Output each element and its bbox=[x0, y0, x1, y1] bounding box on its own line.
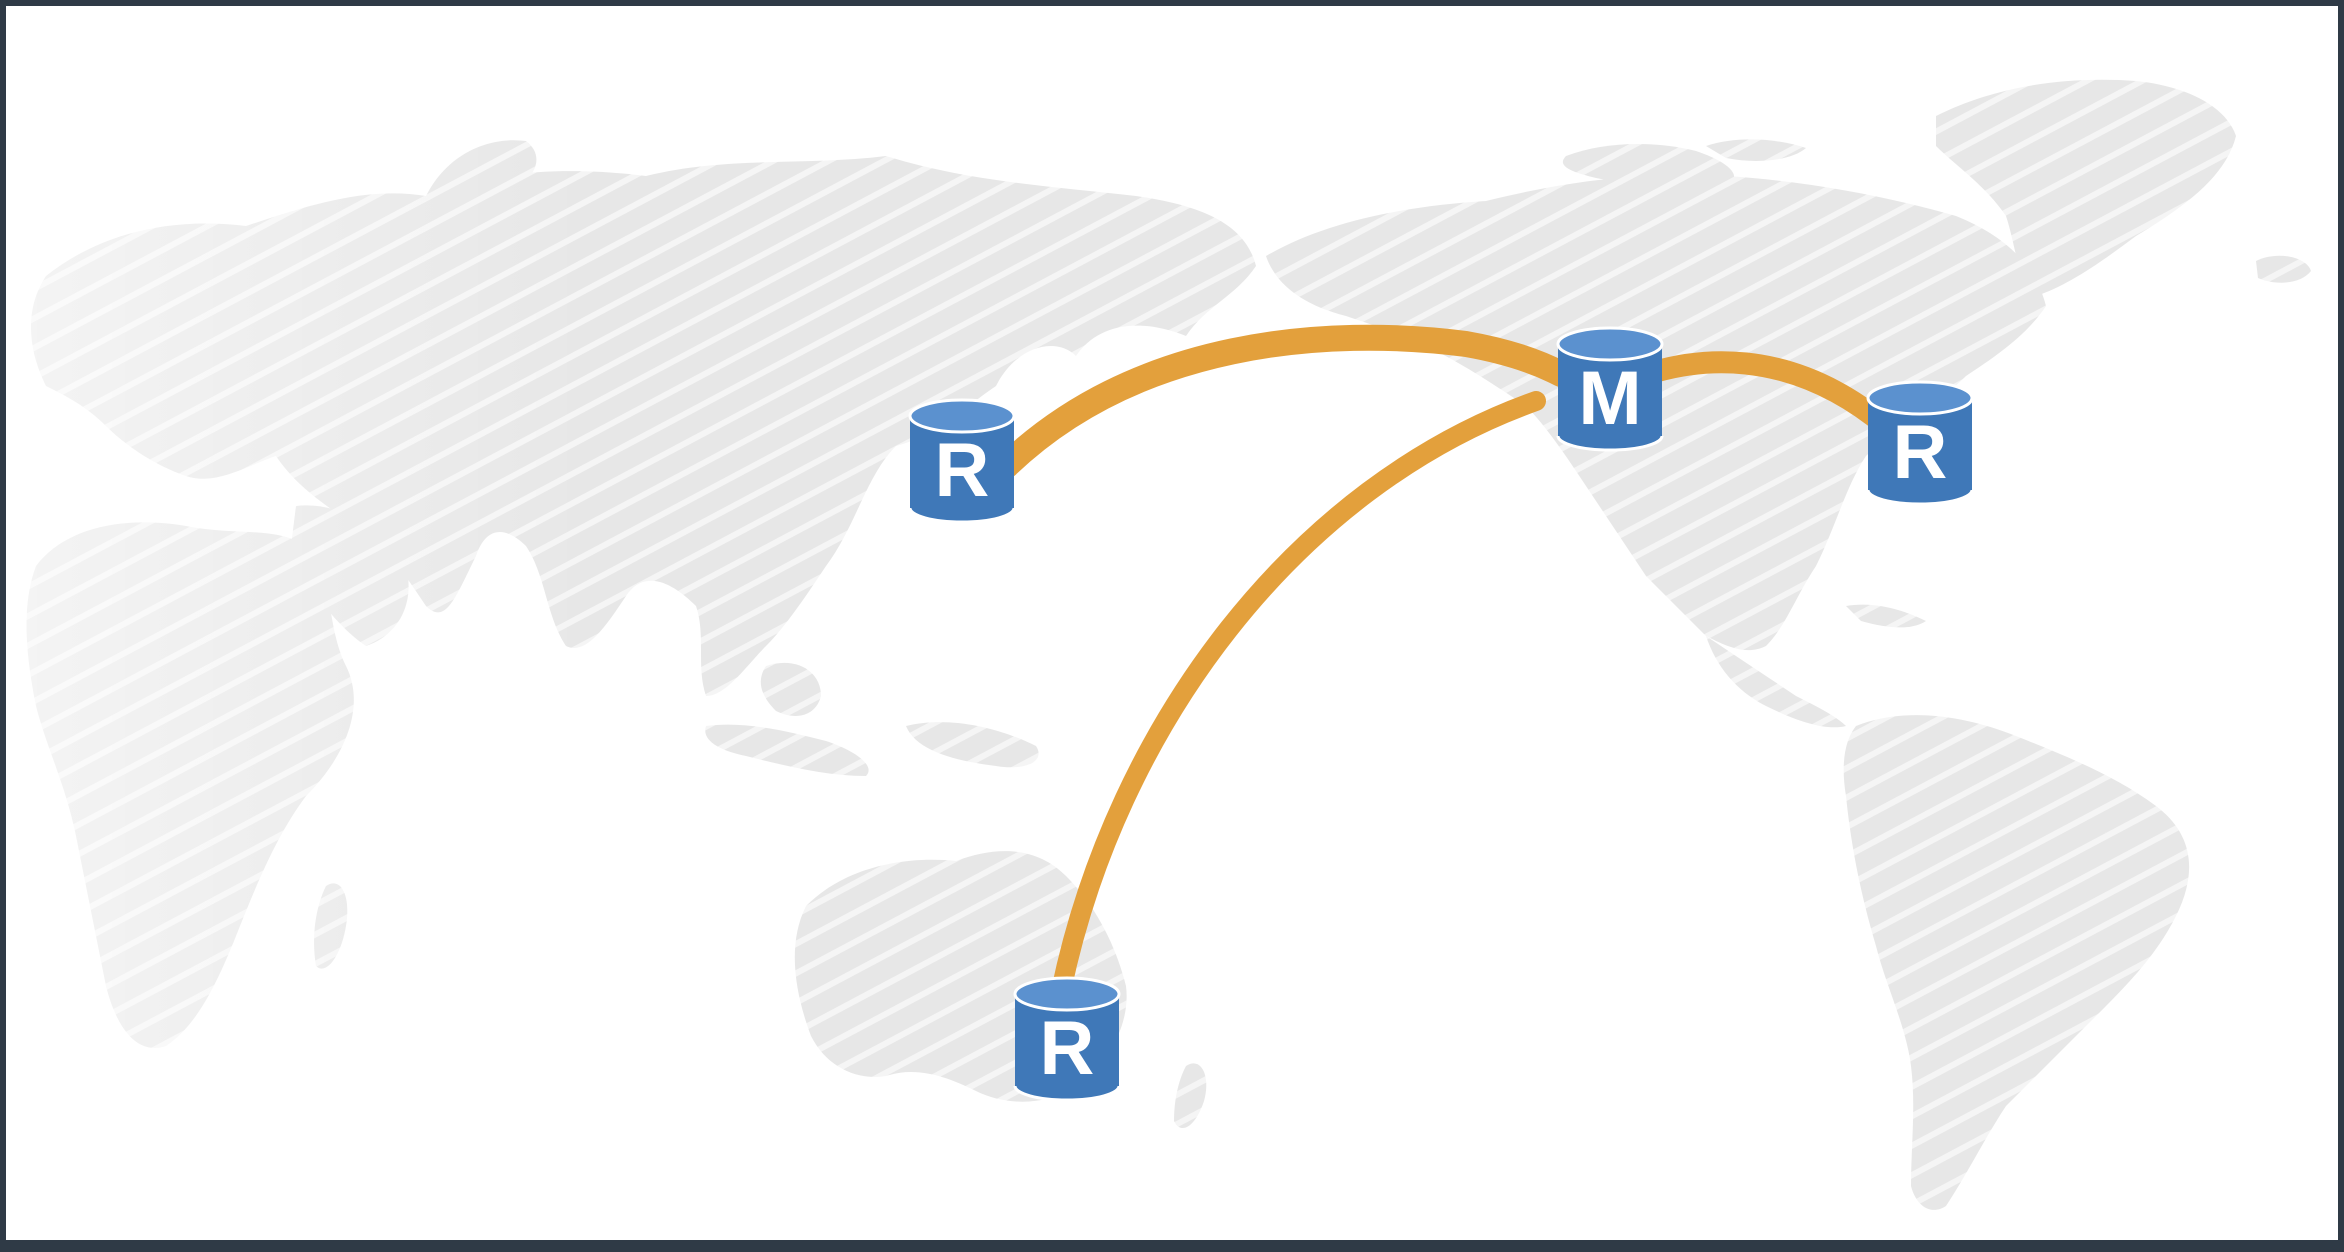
master-database-node: M bbox=[1556, 326, 1664, 452]
master-label: M bbox=[1578, 356, 1641, 441]
database-cylinder-icon bbox=[1866, 380, 1974, 506]
replica-australia-database-node: R bbox=[1013, 976, 1121, 1102]
map-fade-overlay bbox=[6, 6, 2338, 1240]
database-cylinder-icon bbox=[1013, 976, 1121, 1102]
database-cylinder-icon bbox=[1556, 326, 1664, 452]
replication-diagram: M R R R bbox=[6, 6, 2338, 1240]
database-cylinder-icon bbox=[908, 398, 1016, 524]
replica-asia-database-node: R bbox=[908, 398, 1016, 524]
replica-asia-label: R bbox=[935, 428, 990, 513]
replica-america-database-node: R bbox=[1866, 380, 1974, 506]
replica-america-label: R bbox=[1893, 410, 1948, 495]
link-master-to-asia-replica bbox=[993, 324, 1574, 479]
diagram-frame: M R R R bbox=[6, 6, 2338, 1240]
link-master-to-australia-replica bbox=[1051, 391, 1546, 1001]
replica-australia-label: R bbox=[1040, 1006, 1095, 1091]
